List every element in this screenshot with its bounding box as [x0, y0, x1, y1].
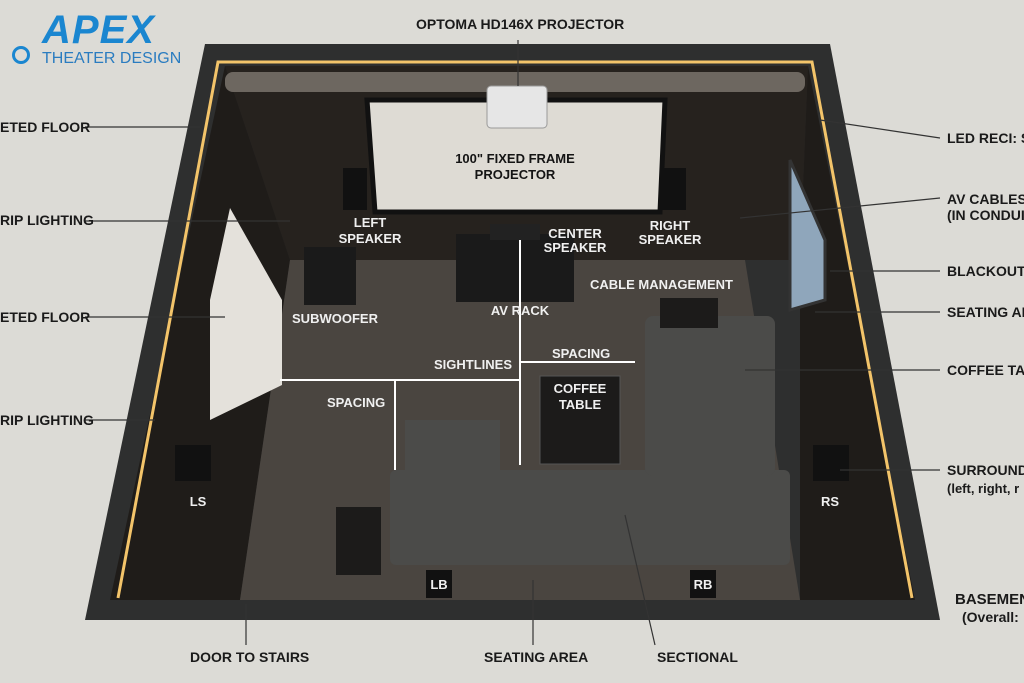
coffee-table-label-1: COFFEE	[553, 381, 607, 396]
label-strip-lighting-2: RIP LIGHTING	[0, 412, 94, 428]
projector	[486, 85, 548, 129]
cable-management-label: CABLE MANAGEMENT	[590, 277, 733, 292]
side-table-left	[336, 507, 381, 575]
logo-name: APEX	[42, 8, 155, 52]
right-speaker	[662, 168, 686, 210]
sightline-arrows	[280, 240, 635, 470]
label-surround-sub: (left, right, r	[947, 481, 1020, 496]
label-carpeted-floor-1: ETED FLOOR	[0, 119, 91, 135]
spacing-label-left: SPACING	[327, 395, 386, 410]
right-speaker-label-2: SPEAKER	[638, 232, 702, 247]
screen-label-1: 100" FIXED FRAME	[455, 151, 575, 166]
label-basement-overall: (Overall:	[962, 609, 1019, 625]
left-speaker-label-2: SPEAKER	[338, 231, 402, 246]
projector-screen	[364, 97, 668, 215]
window	[788, 159, 827, 312]
led-strip	[116, 60, 914, 599]
center-speaker	[490, 224, 540, 240]
rs-label: RS	[820, 494, 840, 509]
center-speaker-label-2: SPEAKER	[543, 240, 607, 255]
screen-label-2: PROJECTOR	[474, 167, 556, 182]
left-wall	[110, 66, 290, 600]
rb-label: RB	[693, 577, 713, 592]
label-basement: BASEMEN	[955, 591, 1024, 608]
subwoofer	[304, 247, 356, 305]
rb-speaker	[690, 570, 716, 598]
right-speaker-label-1: RIGHT	[649, 218, 691, 233]
sectional-back	[390, 470, 790, 565]
left-speaker-label-1: LEFT	[353, 215, 387, 230]
lb-speaker	[426, 570, 452, 598]
left-speaker	[343, 168, 367, 210]
projector-label: OPTOMA HD146X PROJECTOR	[416, 16, 625, 32]
label-strip-lighting-1: RIP LIGHTING	[0, 212, 94, 228]
door	[210, 208, 282, 420]
coffee-table-label-2: TABLE	[558, 397, 602, 412]
coffee-table	[539, 375, 621, 465]
rs-speaker	[813, 445, 849, 481]
label-av-cables-sub: (IN CONDUIT	[947, 207, 1024, 223]
label-door-to-stairs: DOOR TO STAIRS	[190, 649, 310, 665]
label-surround: SURROUND	[947, 462, 1024, 478]
hvac-duct	[225, 72, 805, 92]
leader-lines	[85, 40, 941, 646]
ls-label: LS	[189, 494, 207, 509]
sectional-right	[645, 316, 775, 476]
aperture-icon	[12, 46, 30, 64]
label-av-cables: AV CABLES	[947, 191, 1024, 207]
side-table-right	[660, 298, 718, 328]
label-coffee-table-right: COFFEE TA	[947, 362, 1024, 378]
lb-label: LB	[430, 577, 448, 592]
label-led-strip: LED RECI: S	[947, 130, 1024, 146]
subwoofer-label: SUBWOOFER	[292, 311, 378, 326]
label-seating-area: SEATING AREA	[484, 649, 589, 665]
ls-speaker	[175, 445, 211, 481]
apex-logo: APEX THEATER DESIGN	[42, 8, 181, 67]
label-sectional: SECTIONAL	[657, 649, 738, 665]
center-speaker-label-1: CENTER	[548, 226, 602, 241]
av-rack-label: AV RACK	[490, 303, 550, 318]
av-rack	[456, 234, 574, 302]
label-seating-area-right: SEATING AR	[947, 304, 1024, 320]
spacing-label-right: SPACING	[552, 346, 611, 361]
label-carpeted-floor-2: ETED FLOOR	[0, 309, 91, 325]
sightlines-label: SIGHTLINES	[434, 357, 513, 372]
logo-tagline: THEATER DESIGN	[42, 50, 182, 67]
label-blackout: BLACKOUT	[947, 263, 1024, 279]
